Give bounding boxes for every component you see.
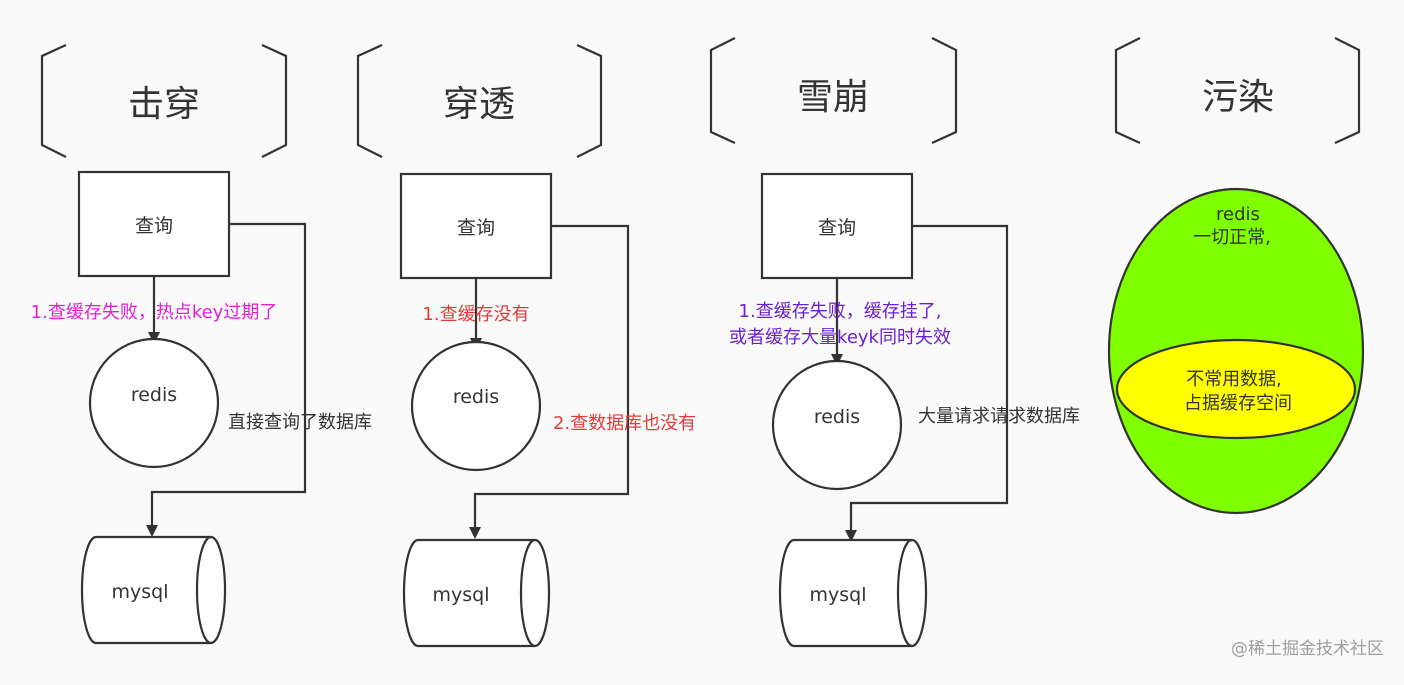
query-box-avalanche: [760, 172, 914, 280]
mysql-db-penetration: [402, 538, 551, 648]
bypass-path-breakdown: [146, 222, 307, 537]
mysql-label-avalanche: mysql: [810, 584, 867, 606]
redis-node-avalanche: [771, 359, 903, 491]
step1-penetration: 1.查缓存没有: [422, 304, 529, 325]
title-pollution: 污染: [1202, 77, 1274, 118]
outer-label-line2: 一切正常,: [1193, 227, 1271, 248]
redis-label-avalanche: redis: [814, 406, 860, 428]
column-penetration: 穿透 查询 1.查缓存没有 redis 2.查数据库也没有 mysql: [356, 44, 696, 648]
side-note-penetration: 2.查数据库也没有: [553, 413, 696, 434]
step1-line2-avalanche: 或者缓存大量keyk同时失效: [729, 327, 951, 348]
redis-node-penetration: [410, 340, 542, 472]
title-brackets-breakdown: [40, 44, 288, 158]
bypass-path-avalanche: [845, 224, 1009, 542]
title-penetration: 穿透: [443, 84, 515, 125]
inner-label-line2: 占据缓存空间: [1184, 393, 1292, 414]
title-avalanche: 雪崩: [797, 77, 869, 118]
step1-line1-avalanche: 1.查缓存失败，缓存挂了,: [739, 301, 942, 322]
query-box-penetration: [399, 172, 553, 280]
mysql-db-avalanche: [778, 538, 928, 648]
watermark: @稀土掘金技术社区: [1231, 639, 1384, 659]
unused-data-inner: [1115, 338, 1357, 440]
column-avalanche: 雪崩 查询 1.查缓存失败，缓存挂了, 或者缓存大量keyk同时失效 redis…: [709, 37, 1080, 648]
mysql-label-breakdown: mysql: [112, 581, 169, 603]
query-box-breakdown: [77, 170, 231, 278]
query-label-avalanche: 查询: [818, 217, 856, 239]
query-label-penetration: 查询: [457, 217, 495, 239]
title-brackets-pollution: [1114, 37, 1361, 144]
redis-label-breakdown: redis: [131, 384, 177, 406]
column-breakdown: 击穿 查询 1.查缓存失败，热点key过期了 redis 直接查询了数据库 my…: [31, 44, 372, 645]
title-brackets-penetration: [356, 44, 603, 158]
mysql-db-breakdown: [80, 535, 227, 645]
inner-label-line1: 不常用数据,: [1186, 369, 1282, 390]
bypass-path-penetration: [469, 224, 630, 539]
step1-breakdown: 1.查缓存失败，热点key过期了: [31, 302, 278, 323]
side-note-avalanche: 大量请求请求数据库: [918, 406, 1080, 427]
title-brackets-avalanche: [709, 37, 958, 144]
title-breakdown: 击穿: [128, 84, 200, 125]
redis-node-breakdown: [88, 337, 220, 469]
side-note-breakdown: 直接查询了数据库: [228, 412, 372, 433]
outer-label-line1: redis: [1216, 204, 1260, 225]
mysql-label-penetration: mysql: [433, 584, 490, 606]
column-pollution: 污染 redis 一切正常, 不常用数据, 占据缓存空间: [1107, 37, 1365, 515]
redis-label-penetration: redis: [453, 386, 499, 408]
query-label-breakdown: 查询: [135, 215, 173, 237]
